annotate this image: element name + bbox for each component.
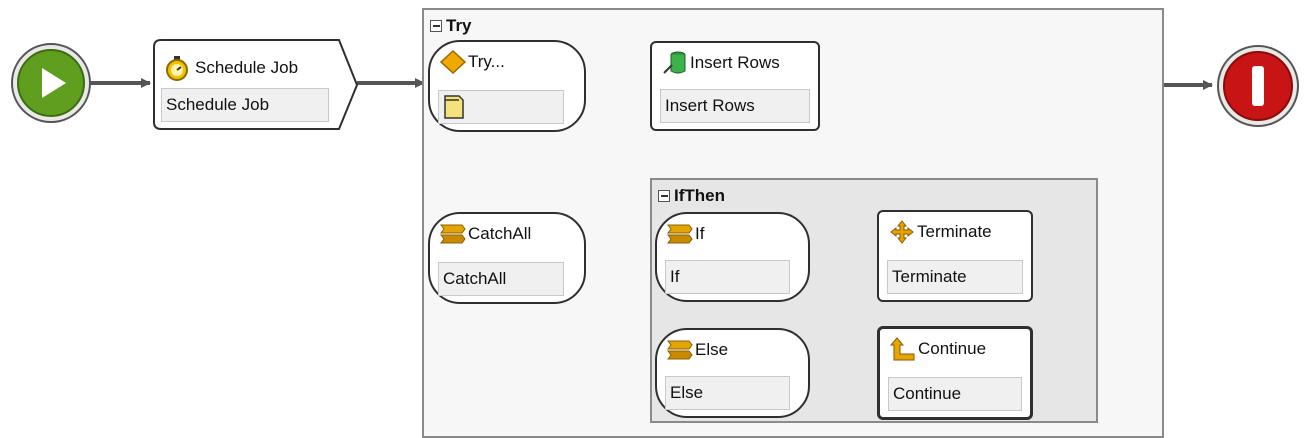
if-node[interactable]: If If — [655, 212, 810, 302]
diamond-icon — [440, 50, 466, 74]
play-icon — [42, 68, 66, 98]
branch-icon — [667, 338, 693, 362]
else-node[interactable]: Else Else — [655, 328, 810, 418]
end-node[interactable] — [1216, 44, 1300, 128]
try-node-subtitle — [438, 90, 564, 124]
collapse-ifthen-toggle[interactable] — [658, 190, 670, 202]
stop-icon — [1252, 66, 1264, 106]
document-icon — [443, 94, 465, 120]
branch-icon — [440, 222, 466, 246]
insert-rows-node[interactable]: Insert Rows Insert Rows — [650, 41, 820, 131]
terminate-node[interactable]: Terminate Terminate — [877, 210, 1033, 302]
try-node-title: Try... — [468, 52, 505, 71]
schedule-job-node[interactable]: Schedule Job Schedule Job — [153, 39, 359, 131]
else-title: Else — [695, 340, 729, 359]
try-group-title: Try — [446, 16, 472, 35]
branch-icon — [667, 222, 693, 246]
catchall-subtitle: CatchAll — [438, 262, 564, 296]
ifthen-group-title: IfThen — [674, 186, 725, 205]
four-way-arrow-icon — [889, 220, 915, 244]
schedule-job-title: Schedule Job — [195, 58, 299, 77]
continue-node[interactable]: Continue Continue — [877, 326, 1033, 420]
stopwatch-icon — [163, 55, 191, 81]
insert-rows-title: Insert Rows — [690, 53, 780, 72]
start-node[interactable] — [10, 42, 92, 124]
collapse-try-toggle[interactable] — [430, 20, 442, 32]
try-node[interactable]: Try... — [428, 40, 586, 132]
terminate-title: Terminate — [917, 222, 992, 241]
insert-rows-subtitle: Insert Rows — [660, 89, 810, 123]
if-subtitle: If — [665, 260, 790, 294]
terminate-subtitle: Terminate — [887, 260, 1023, 294]
continue-title: Continue — [918, 339, 987, 358]
if-title: If — [695, 224, 705, 243]
corner-arrow-icon — [890, 337, 916, 361]
catchall-node[interactable]: CatchAll CatchAll — [428, 212, 586, 304]
schedule-job-subtitle: Schedule Job — [161, 88, 329, 122]
database-insert-icon — [662, 51, 688, 75]
continue-subtitle: Continue — [888, 377, 1022, 411]
catchall-title: CatchAll — [468, 224, 532, 243]
else-subtitle: Else — [665, 376, 790, 410]
